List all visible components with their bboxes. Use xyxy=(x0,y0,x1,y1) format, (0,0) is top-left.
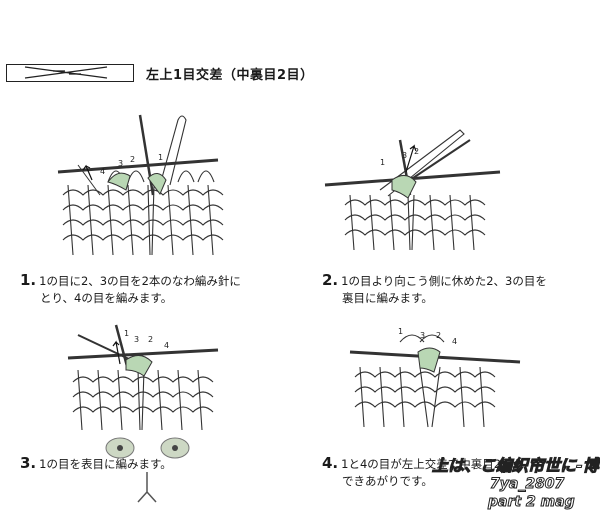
stitch-label: 1 xyxy=(158,153,163,162)
step-text: 裏目に編みます。 xyxy=(342,291,433,305)
step-text: 1の目を表目に編みます。 xyxy=(39,457,172,471)
step-4-caption: 4.1と4の目が左上交差で中裏目2目が できあがりです。 xyxy=(322,455,524,490)
arrow-icon xyxy=(112,340,121,365)
knitting-diagram-3: 1 3 2 4 xyxy=(67,324,219,431)
step-text: 1の目に2、3の目を2本のなわ編み針に xyxy=(39,274,241,288)
step-number: 3. xyxy=(20,454,37,472)
step-text: できあがりです。 xyxy=(342,474,433,488)
step-3-illustration: 1 3 2 4 xyxy=(58,320,228,449)
step-2-caption: 2.1の目より向こう側に休めた2、3の目を 裏目に編みます。 xyxy=(322,272,547,307)
stitch-label: 3 xyxy=(402,151,407,160)
arrow-icon xyxy=(82,164,93,181)
stitch-label: 3 xyxy=(420,331,425,340)
knitting-diagram-1: 4 3 2 1 xyxy=(57,114,224,256)
step-number: 2. xyxy=(322,271,339,289)
stitch-label: 1 xyxy=(398,327,403,336)
step-number: 4. xyxy=(322,454,339,472)
stitch-label: 1 xyxy=(124,329,129,338)
knitting-diagram-2: 1 3 2 xyxy=(324,129,501,251)
arrow-icon xyxy=(405,144,417,173)
frog-sticker-icon xyxy=(105,437,190,503)
stitch-label: 2 xyxy=(436,331,441,340)
decorative-character xyxy=(100,432,195,511)
step-2-illustration: 1 3 2 xyxy=(320,110,520,264)
knitting-diagram-4: 1 3 2 4 xyxy=(349,327,521,428)
step-1-caption: 1.1の目に2、3の目を2本のなわ編み針に とり、4の目を編みます。 xyxy=(20,272,241,307)
fabric-rows xyxy=(62,184,224,256)
step-number: 1. xyxy=(20,271,37,289)
stitch-label: 1 xyxy=(380,158,385,167)
stitch-label: 3 xyxy=(134,335,139,344)
watermark-line-3: part 2 mag xyxy=(488,494,576,511)
cable-symbol-box xyxy=(6,64,134,82)
step-text: 1の目より向こう側に休めた2、3の目を xyxy=(341,274,547,288)
step-text: とり、4の目を編みます。 xyxy=(40,291,173,305)
stitch-label: 3 xyxy=(118,159,123,168)
stitch-label: 4 xyxy=(452,337,457,346)
stitch-label: 4 xyxy=(164,341,169,350)
page-title: 左上1目交差（中裏目2目） xyxy=(146,68,314,83)
stitch-label: 4 xyxy=(100,167,105,176)
cable-cross-symbol-icon xyxy=(24,66,108,79)
step-4-illustration: 1 3 2 4 xyxy=(340,322,530,441)
watermark-line-1: 上は、こ编织帘世に-博 xyxy=(432,456,600,476)
step-3-caption: 3.1の目を表目に編みます。 xyxy=(20,455,172,473)
stitch-label: 2 xyxy=(130,155,135,164)
watermark-line-2: 7ya_2807 xyxy=(489,476,565,493)
step-text: 1と4の目が左上交差で中裏目2目が xyxy=(341,457,525,471)
stitch-label: 2 xyxy=(414,147,419,156)
stitch-label: 2 xyxy=(148,335,153,344)
step-1-illustration: 4 3 2 1 xyxy=(48,100,258,264)
